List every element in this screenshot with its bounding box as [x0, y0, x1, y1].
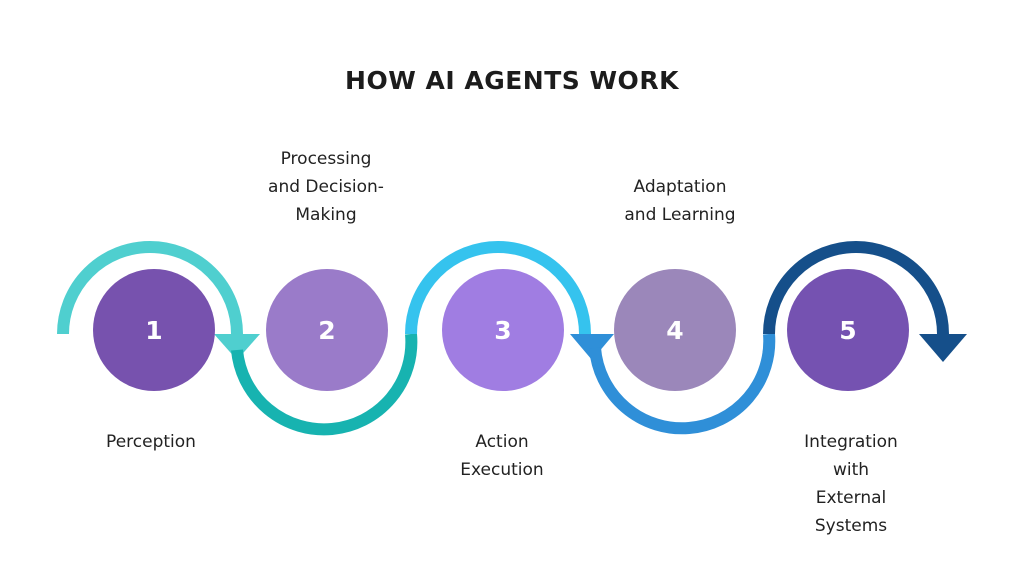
step-number-3: 3	[494, 315, 512, 345]
step-circle-2: 2	[266, 269, 388, 391]
step-label-integration: Integration with External Systems	[804, 432, 898, 536]
step-number-2: 2	[318, 315, 336, 345]
step-label-action: Action Execution	[460, 432, 544, 480]
page-title: HOW AI AGENTS WORK	[345, 66, 679, 95]
arrow-segment-4	[589, 333, 776, 435]
step-circle-1: 1	[93, 269, 215, 391]
arrow-segment-3	[405, 241, 591, 335]
step-number-1: 1	[145, 315, 163, 345]
arrow-segment-1	[57, 241, 243, 335]
arrowhead-1	[214, 334, 260, 360]
arrow-segment-2	[231, 333, 418, 436]
arrowhead-3	[570, 334, 614, 360]
step-label-perception: Perception	[106, 432, 196, 452]
arrow-segment-5	[763, 241, 949, 335]
step-circle-4: 4	[614, 269, 736, 391]
step-number-5: 5	[839, 315, 857, 345]
step-circle-3: 3	[442, 269, 564, 391]
arrowhead-5	[919, 334, 967, 362]
step-circle-5: 5	[787, 269, 909, 391]
step-label-adaptation: Adaptation and Learning	[624, 177, 736, 225]
step-label-processing: Processing and Decision-Making	[268, 149, 384, 225]
step-number-4: 4	[666, 315, 684, 345]
